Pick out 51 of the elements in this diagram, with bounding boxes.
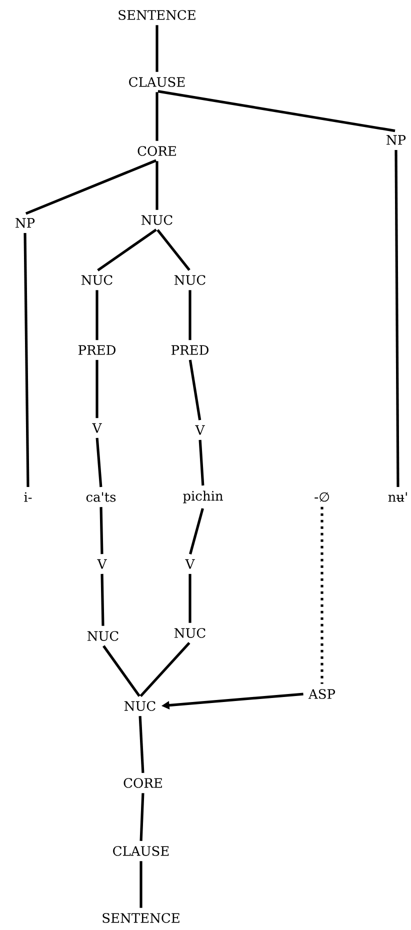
tree-label: V: [97, 559, 107, 569]
tree-branch: [394, 150, 400, 487]
tree-branch: [140, 793, 144, 841]
tree-label: PRED: [172, 345, 208, 355]
tree-branch: [188, 574, 192, 623]
tree-label: V: [92, 423, 102, 433]
tree-label: NUC: [141, 215, 172, 225]
tree-branch: [156, 92, 158, 141]
tree-label: -∅: [314, 492, 330, 502]
tree-label: ASP: [308, 689, 336, 699]
tree-branch: [138, 716, 144, 773]
tree-branch: [96, 360, 98, 418]
tree-label: CORE: [124, 778, 162, 788]
tree-label: NP: [16, 218, 35, 228]
tree-branch: [188, 290, 192, 340]
tree-label: CLAUSE: [113, 846, 169, 856]
tree-branch: [156, 161, 158, 210]
tree-label: NUC: [124, 701, 156, 711]
tree-label: i-: [24, 492, 32, 502]
tree-label: CORE: [138, 146, 176, 156]
tree-branch: [158, 90, 396, 132]
tree-label: NUC: [174, 628, 206, 638]
tree-label: NP: [386, 135, 406, 145]
tree-branch: [188, 360, 202, 420]
tree-label: nʉ': [388, 492, 407, 502]
tree-branch: [189, 508, 204, 554]
tree-branch: [96, 438, 102, 488]
tree-label: NUC: [174, 275, 206, 285]
tree-branch: [156, 229, 190, 271]
tree-label: PRED: [78, 345, 116, 355]
tree-label: pichin: [183, 490, 223, 504]
tree-branch: [100, 507, 104, 554]
tree-label: V: [195, 425, 205, 435]
tree-label: NUC: [88, 631, 118, 641]
tree-branch: [100, 574, 104, 626]
tree-label: ca'ts: [86, 492, 116, 502]
tree-branch: [198, 440, 204, 486]
tree-branch: [140, 861, 142, 908]
tree-branch: [24, 233, 30, 488]
tree-branch: [102, 645, 140, 697]
tree-label: V: [185, 559, 195, 569]
dotted-line: [320, 506, 324, 684]
tree-label: NUC: [81, 275, 112, 285]
tree-branch: [25, 159, 157, 215]
tree-label: SENTENCE: [118, 10, 196, 20]
tree-label: CLAUSE: [129, 77, 185, 87]
tree-branch: [140, 642, 190, 698]
tree-branch: [97, 228, 157, 272]
tree-branch: [156, 25, 158, 72]
tree-label: SENTENCE: [102, 913, 180, 923]
tree-branch: [96, 290, 98, 340]
